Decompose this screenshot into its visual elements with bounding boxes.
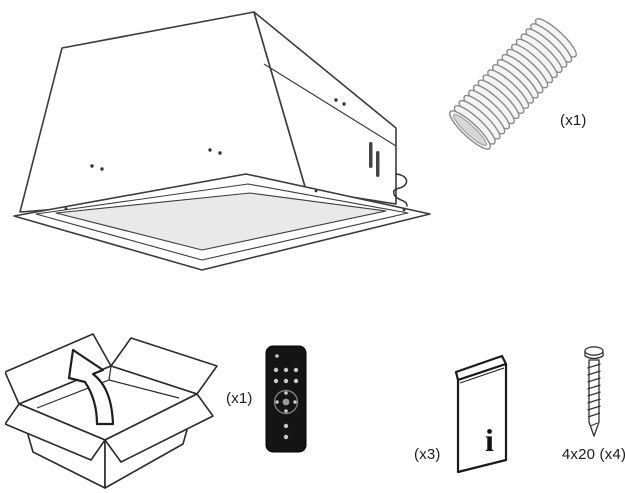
screw-size-label: 4x20 (x4)	[561, 446, 625, 463]
hood-screw-holes	[90, 98, 346, 171]
hood-right-face	[253, 11, 397, 205]
manual-info-letter: i	[485, 422, 494, 458]
hood-power-cable	[392, 173, 408, 207]
hood-flange	[13, 173, 431, 271]
hood-filter-panel	[55, 192, 387, 251]
hood-fold-line	[263, 63, 397, 147]
duct-count-label: (x1)	[560, 112, 587, 129]
manual-front-cover	[456, 362, 508, 474]
duct-opening	[453, 114, 487, 146]
manual-page-edge-line	[459, 367, 505, 384]
instruction-manual-icon: i	[454, 354, 508, 474]
unpack-arrow-icon	[67, 348, 115, 426]
box-inner-floor-lines	[36, 365, 180, 409]
remote-buttons	[273, 354, 299, 440]
box-flap-front-right	[104, 393, 214, 463]
hood-vent-slots	[369, 142, 380, 177]
flexible-duct-icon	[444, 13, 582, 155]
remote-count-label: (x1)	[226, 390, 253, 407]
unpack-box-illustration	[5, 333, 218, 489]
screw-threads	[587, 363, 601, 427]
cooker-hood-illustration	[13, 11, 431, 271]
flange-screw-holes	[64, 189, 406, 212]
hood-body	[19, 11, 397, 213]
duct-rings	[444, 13, 582, 155]
remote-control-icon	[265, 345, 307, 453]
remote-ring-button	[273, 389, 299, 415]
box-flap-front-left	[5, 403, 106, 461]
manual-count-label: (x3)	[414, 446, 441, 463]
screw-head-top	[584, 346, 604, 356]
screw-icon	[584, 346, 604, 437]
